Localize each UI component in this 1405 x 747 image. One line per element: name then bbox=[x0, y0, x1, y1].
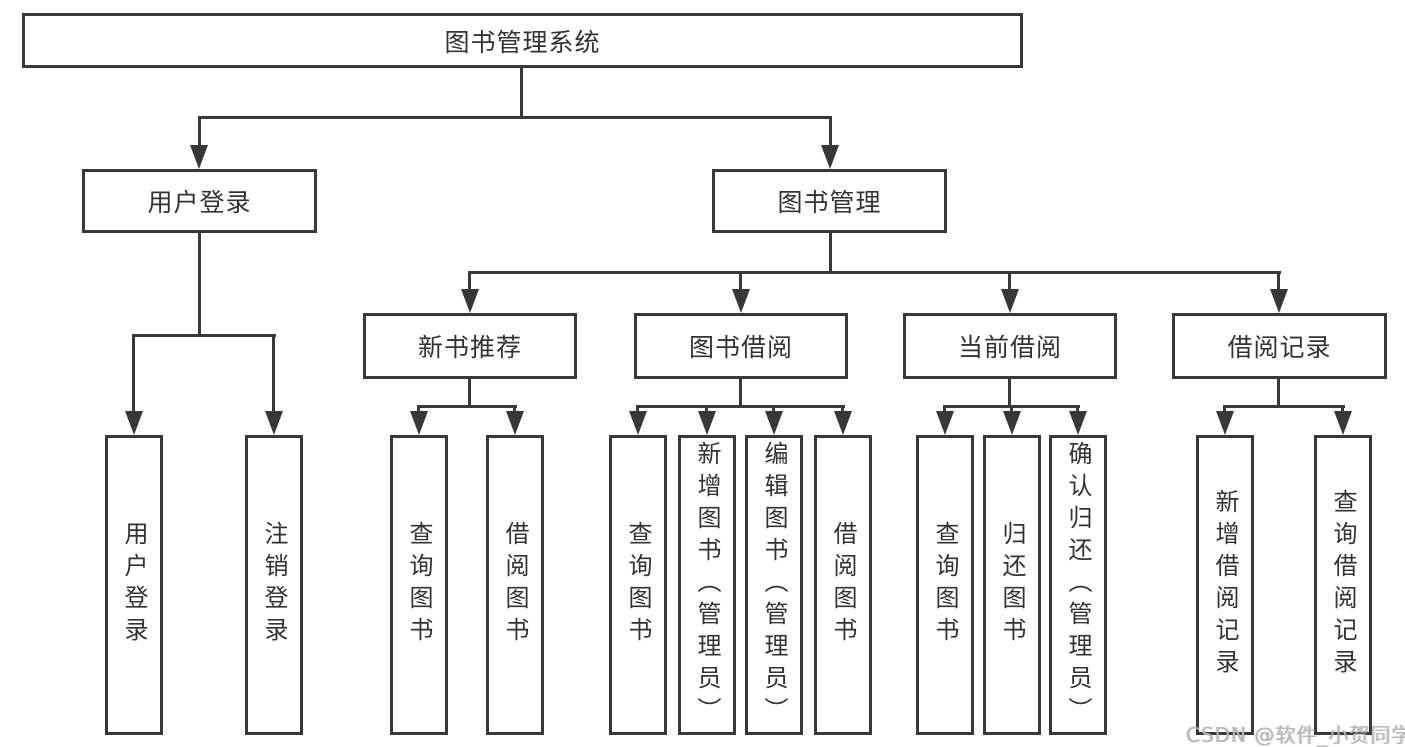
arrow-down-icon bbox=[629, 411, 647, 435]
node-user-login: 用户登录 bbox=[82, 169, 317, 233]
node-label: 查询图书 bbox=[624, 521, 652, 649]
connector-line bbox=[739, 379, 742, 408]
node-label: 当前借阅 bbox=[957, 333, 1062, 362]
node-label: 用户登录 bbox=[120, 521, 148, 649]
connector-line bbox=[468, 271, 471, 290]
connector-line bbox=[1010, 405, 1013, 414]
arrow-down-icon bbox=[506, 411, 524, 435]
node-book-borrowing: 图书借阅 bbox=[634, 313, 848, 379]
leaf-add-borrow-record: 新增借阅记录 bbox=[1196, 435, 1254, 735]
connector-line bbox=[272, 334, 275, 413]
node-label: 编辑图书（管理员） bbox=[760, 441, 788, 729]
connector-line bbox=[772, 405, 775, 414]
leaf-borrowing-query-book: 查询图书 bbox=[609, 435, 667, 735]
arrow-down-icon bbox=[125, 411, 143, 435]
connector-line bbox=[520, 68, 523, 119]
node-borrowing-records: 借阅记录 bbox=[1172, 313, 1387, 379]
node-library-system: 图书管理系统 bbox=[22, 13, 1023, 68]
leaf-query-borrow-record: 查询借阅记录 bbox=[1314, 435, 1372, 735]
csdn-watermark: CSDN @软件_小贺同学 bbox=[1186, 723, 1405, 747]
connector-line bbox=[1223, 405, 1226, 414]
node-label: 新增图书（管理员） bbox=[693, 441, 721, 729]
connector-line bbox=[1076, 405, 1079, 414]
connector-line bbox=[739, 271, 742, 290]
leaf-user-login: 用户登录 bbox=[105, 435, 163, 735]
arrow-down-icon bbox=[834, 411, 852, 435]
node-label: 确认归还（管理员） bbox=[1064, 441, 1092, 729]
arrow-down-icon bbox=[1334, 411, 1352, 435]
arrow-down-icon bbox=[1270, 289, 1288, 313]
connector-line bbox=[468, 379, 471, 408]
arrow-down-icon bbox=[698, 411, 716, 435]
arrow-down-icon bbox=[821, 145, 839, 169]
connector-line bbox=[198, 116, 832, 119]
node-label: 图书管理系统 bbox=[444, 27, 601, 57]
arrow-down-icon bbox=[936, 411, 954, 435]
leaf-newbook-borrow-book: 借阅图书 bbox=[486, 435, 544, 735]
arrow-down-icon bbox=[265, 411, 283, 435]
node-label: 注销登录 bbox=[260, 521, 288, 649]
connector-line bbox=[1341, 405, 1344, 414]
leaf-confirm-return-admin: 确认归还（管理员） bbox=[1049, 435, 1107, 735]
leaf-edit-book-admin: 编辑图书（管理员） bbox=[745, 435, 803, 735]
connector-line bbox=[829, 116, 832, 147]
node-label: 归还图书 bbox=[998, 521, 1026, 649]
leaf-borrowing-borrow-book: 借阅图书 bbox=[814, 435, 872, 735]
node-current-borrowing: 当前借阅 bbox=[903, 313, 1117, 379]
node-label: 图书借阅 bbox=[688, 333, 793, 362]
arrow-down-icon bbox=[190, 145, 208, 169]
node-label: 查询图书 bbox=[405, 521, 433, 649]
arrow-down-icon bbox=[1069, 411, 1087, 435]
node-book-management: 图书管理 bbox=[712, 169, 947, 233]
connector-line bbox=[132, 334, 276, 337]
leaf-newbook-query-book: 查询图书 bbox=[390, 435, 448, 735]
leaf-return-book: 归还图书 bbox=[983, 435, 1041, 735]
connector-line bbox=[829, 233, 832, 274]
node-label: 借阅图书 bbox=[501, 521, 529, 649]
connector-line bbox=[1277, 271, 1280, 290]
connector-line bbox=[705, 405, 708, 414]
node-new-book-recommend: 新书推荐 bbox=[363, 313, 577, 379]
node-label: 图书管理 bbox=[777, 188, 882, 217]
connector-line bbox=[198, 233, 201, 337]
arrow-down-icon bbox=[461, 289, 479, 313]
connector-line bbox=[513, 405, 516, 414]
connector-line bbox=[417, 405, 517, 408]
arrow-down-icon bbox=[765, 411, 783, 435]
node-label: 借阅图书 bbox=[829, 521, 857, 649]
connector-line bbox=[1008, 379, 1011, 408]
node-label: 查询图书 bbox=[931, 521, 959, 649]
connector-line bbox=[636, 405, 845, 408]
connector-line bbox=[636, 405, 639, 414]
arrow-down-icon bbox=[410, 411, 428, 435]
connector-line bbox=[1008, 271, 1011, 290]
connector-line bbox=[468, 271, 1281, 274]
node-label: 借阅记录 bbox=[1227, 333, 1332, 362]
node-label: 新增借阅记录 bbox=[1211, 489, 1239, 681]
arrow-down-icon bbox=[732, 289, 750, 313]
arrow-down-icon bbox=[1216, 411, 1234, 435]
connector-line bbox=[198, 116, 201, 147]
connector-line bbox=[841, 405, 844, 414]
connector-line bbox=[132, 334, 135, 413]
connector-line bbox=[943, 405, 946, 414]
node-label: 用户登录 bbox=[147, 188, 252, 217]
connector-line bbox=[1277, 379, 1280, 408]
node-label: 新书推荐 bbox=[417, 333, 522, 362]
arrow-down-icon bbox=[1003, 411, 1021, 435]
leaf-current-query-book: 查询图书 bbox=[916, 435, 974, 735]
connector-line bbox=[417, 405, 420, 414]
leaf-logout: 注销登录 bbox=[245, 435, 303, 735]
leaf-add-book-admin: 新增图书（管理员） bbox=[678, 435, 736, 735]
connector-line bbox=[1223, 405, 1345, 408]
node-label: 查询借阅记录 bbox=[1329, 489, 1357, 681]
arrow-down-icon bbox=[1001, 289, 1019, 313]
